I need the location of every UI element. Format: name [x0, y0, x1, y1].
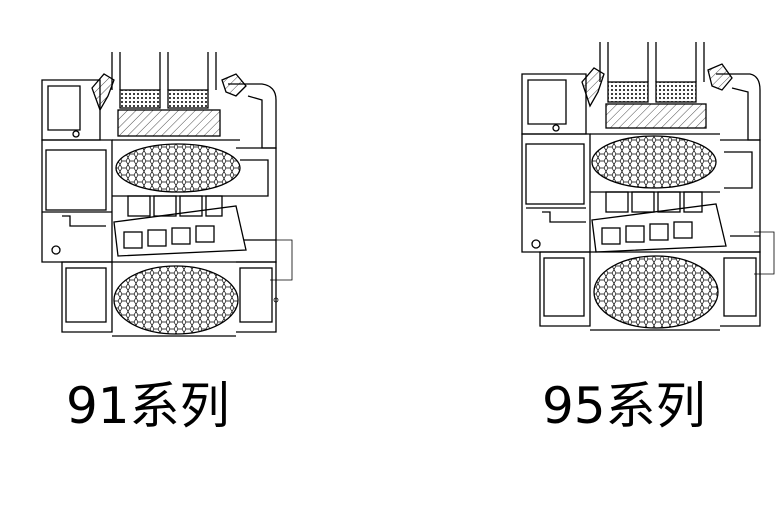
insulation-core-bottom [593, 255, 719, 329]
frame-body-left [521, 133, 591, 253]
insulation-core-bottom [113, 265, 239, 335]
sash-profile-mid [591, 203, 727, 253]
insulation-core-top [591, 135, 717, 189]
glass-panes [599, 42, 705, 82]
spacer-bar [655, 81, 697, 103]
sash-chambers-top [605, 191, 703, 213]
profile-section-drawing-91 [41, 52, 293, 337]
sash-chambers-top [127, 195, 223, 217]
frame-body-left [41, 139, 113, 263]
hardware-outline [754, 231, 775, 275]
profile-panel-95: 95系列 [390, 0, 780, 508]
gasket-right [707, 63, 733, 91]
gasket-left [581, 67, 605, 108]
insulation-core-top [115, 143, 241, 193]
spacer-bar [607, 81, 649, 103]
frame-top-left [41, 79, 101, 141]
frame-bottom-left [539, 251, 591, 327]
spacer-bar [119, 89, 161, 109]
sash-profile-mid [113, 205, 247, 257]
spacer-bar [167, 89, 209, 109]
glazing-seal [605, 103, 707, 129]
profile-panel-91: 91系列 [41, 52, 293, 435]
profile-section-drawing-95 [521, 42, 775, 331]
series-label-95: 95系列 [542, 377, 706, 435]
hardware-outline [270, 239, 293, 281]
gasket-left [91, 73, 115, 112]
gasket-right [221, 73, 247, 97]
sash-chambers-bottom [123, 225, 215, 249]
frame-bottom-left [61, 261, 113, 333]
glass-panes [111, 52, 217, 90]
sash-chambers-bottom [601, 221, 693, 245]
glazing-seal [117, 109, 221, 137]
series-label-91: 91系列 [66, 377, 230, 435]
